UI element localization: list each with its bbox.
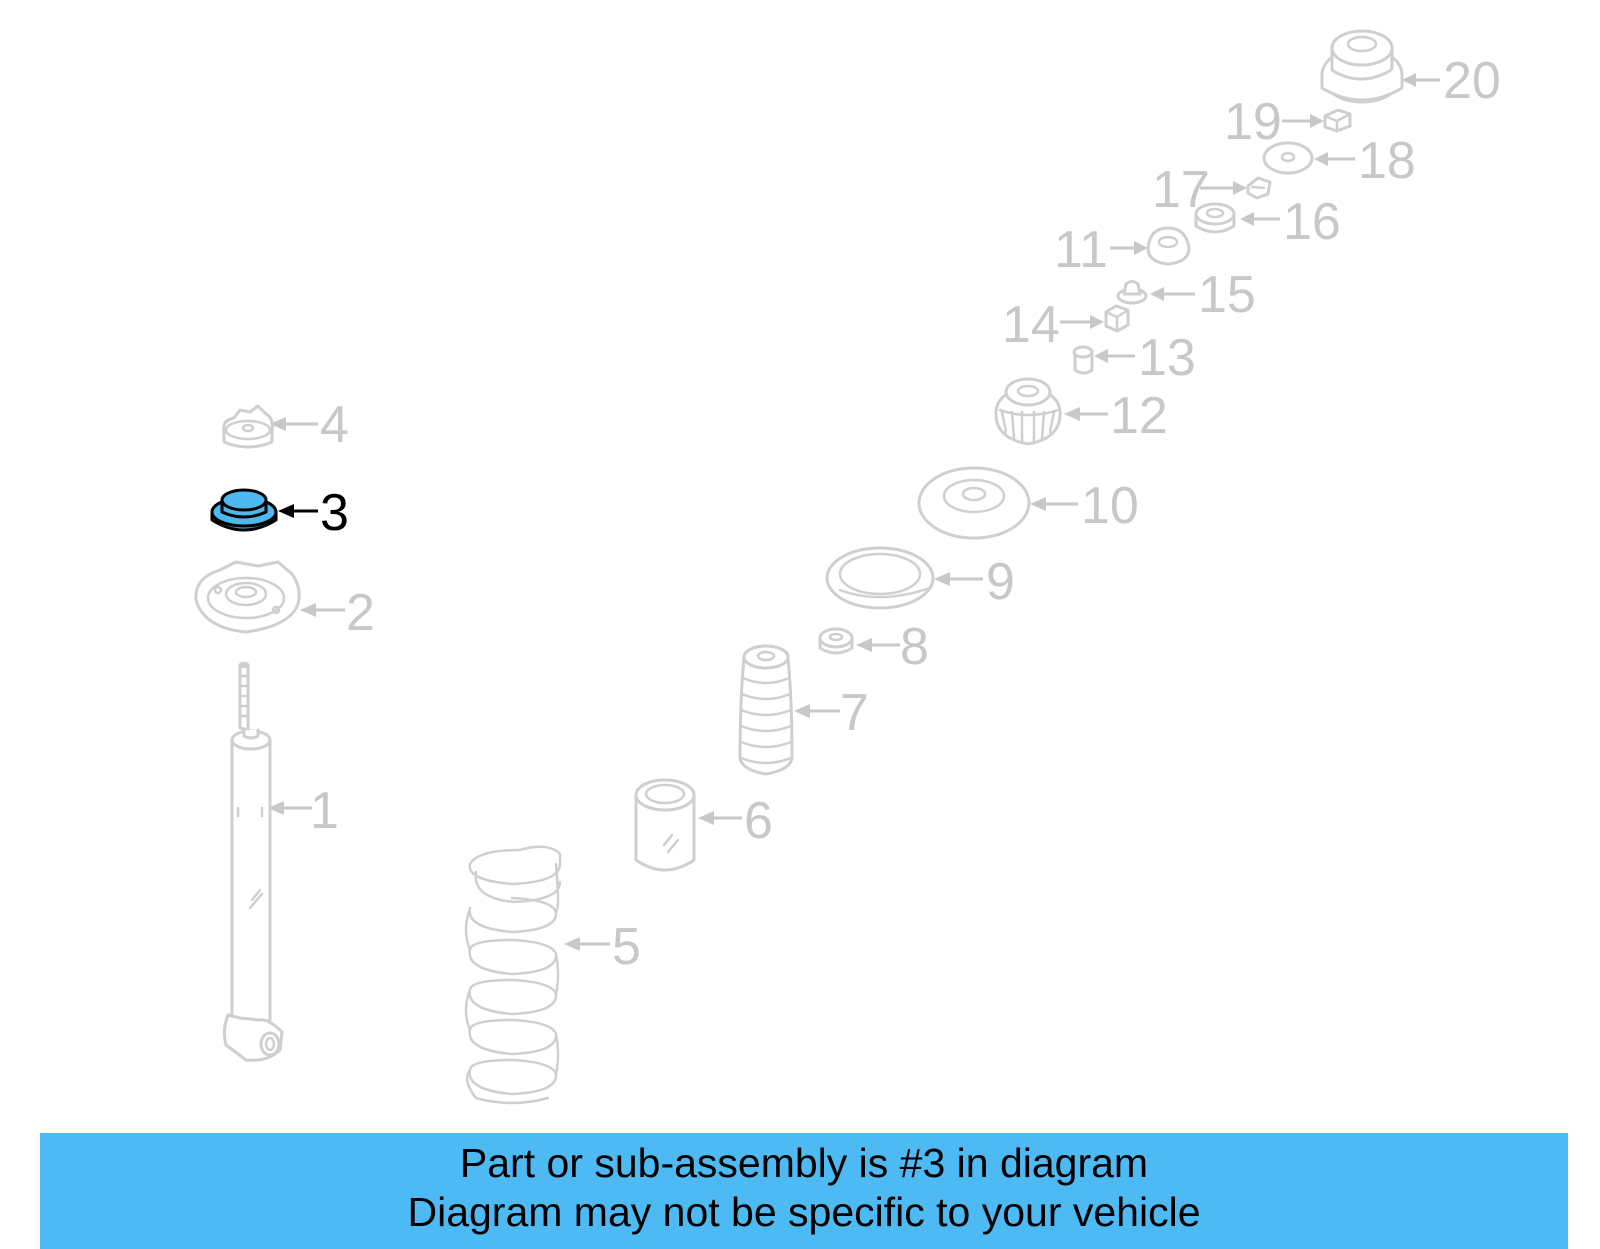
- part-6[interactable]: [634, 778, 696, 872]
- banner-line-part-number: Part or sub-assembly is #3 in diagram: [459, 1140, 1149, 1186]
- part-9[interactable]: [825, 546, 935, 610]
- svg-text:20: 20: [1443, 52, 1501, 110]
- part-12[interactable]: [994, 377, 1062, 446]
- part-3-highlighted[interactable]: [210, 488, 278, 532]
- svg-text:7: 7: [840, 684, 869, 742]
- callout-16: 16: [1240, 193, 1341, 251]
- part-2[interactable]: [194, 560, 301, 634]
- svg-text:9: 9: [986, 553, 1015, 611]
- part-7[interactable]: [738, 644, 794, 776]
- callout-15: 15: [1150, 266, 1256, 324]
- callout-1: 1: [268, 782, 339, 840]
- svg-text:6: 6: [744, 792, 773, 850]
- svg-text:13: 13: [1138, 329, 1196, 387]
- svg-text:2: 2: [346, 584, 375, 642]
- svg-text:11: 11: [1054, 221, 1108, 279]
- callout-13: 13: [1094, 329, 1196, 387]
- callout-19: 19: [1224, 93, 1324, 151]
- part-4[interactable]: [222, 404, 274, 449]
- callout-3: 3: [278, 484, 349, 542]
- callout-5: 5: [564, 918, 641, 976]
- svg-text:16: 16: [1283, 193, 1341, 251]
- part-18[interactable]: [1262, 141, 1314, 175]
- callout-2: 2: [300, 584, 375, 642]
- callout-12: 12: [1064, 387, 1168, 445]
- callout-9: 9: [934, 553, 1015, 611]
- part-10[interactable]: [917, 466, 1031, 540]
- callout-8: 8: [856, 618, 929, 676]
- banner-line-disclaimer: Diagram may not be specific to your vehi…: [407, 1189, 1201, 1235]
- svg-text:8: 8: [900, 618, 929, 676]
- callout-20: 20: [1402, 52, 1501, 110]
- info-banner: Part or sub-assembly is #3 in diagram Di…: [40, 1133, 1568, 1249]
- callout-14: 14: [1002, 296, 1104, 354]
- svg-text:18: 18: [1358, 132, 1416, 190]
- part-15[interactable]: [1116, 280, 1148, 305]
- part-5[interactable]: [464, 845, 562, 1105]
- svg-text:15: 15: [1198, 266, 1256, 324]
- callout-10: 10: [1030, 477, 1139, 535]
- svg-text:12: 12: [1110, 387, 1168, 445]
- part-1[interactable]: [222, 661, 284, 1062]
- part-19[interactable]: [1323, 108, 1352, 133]
- svg-text:5: 5: [612, 918, 641, 976]
- part-16[interactable]: [1194, 202, 1236, 234]
- svg-text:1: 1: [310, 782, 339, 840]
- part-20[interactable]: [1320, 29, 1404, 104]
- part-8[interactable]: [818, 627, 854, 655]
- svg-text:19: 19: [1224, 93, 1282, 151]
- callout-4: 4: [270, 396, 349, 454]
- callout-6: 6: [698, 792, 773, 850]
- part-13[interactable]: [1072, 345, 1094, 375]
- svg-text:4: 4: [320, 396, 349, 454]
- part-14[interactable]: [1104, 304, 1130, 333]
- callout-7: 7: [794, 684, 869, 742]
- svg-text:3: 3: [320, 484, 349, 542]
- part-11[interactable]: [1146, 226, 1191, 266]
- part-17[interactable]: [1246, 176, 1272, 200]
- svg-text:14: 14: [1002, 296, 1060, 354]
- svg-text:10: 10: [1081, 477, 1139, 535]
- callout-18: 18: [1314, 132, 1416, 190]
- callout-11: 11: [1054, 221, 1148, 279]
